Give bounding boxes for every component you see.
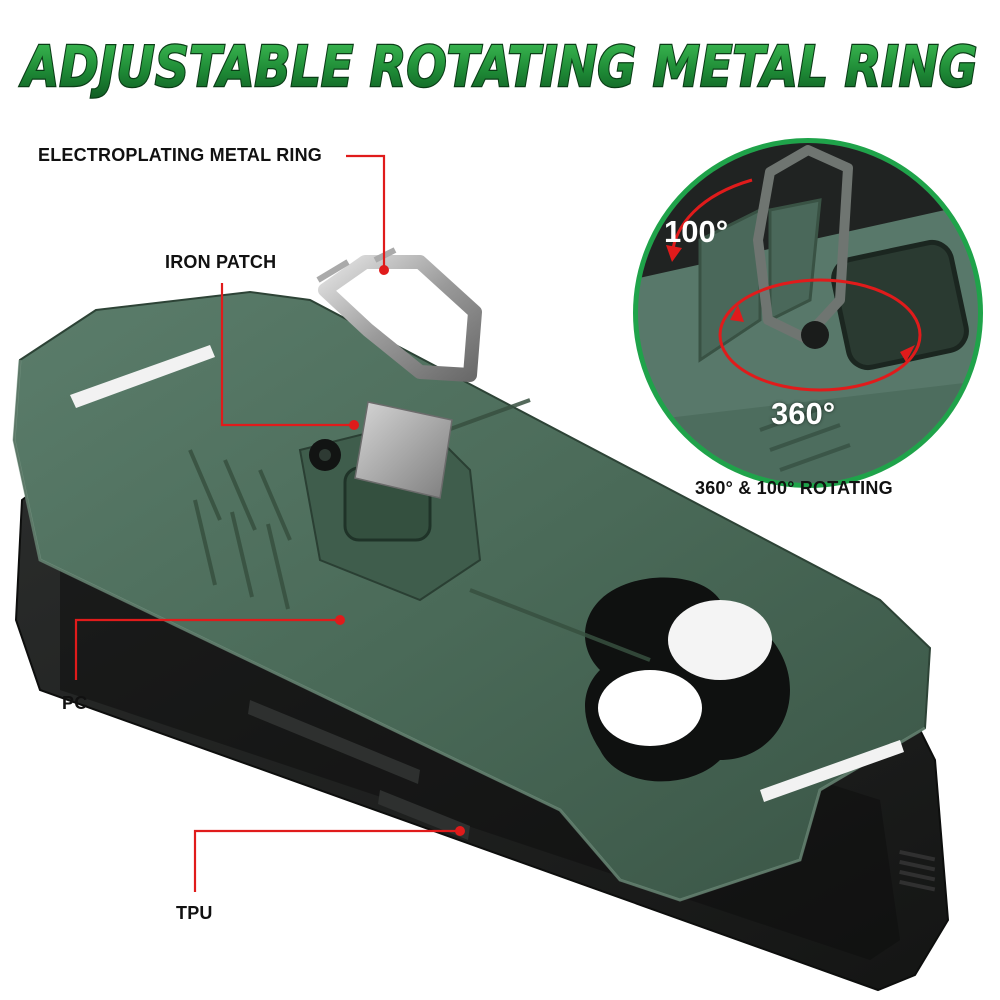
callout-pc: PC xyxy=(62,693,88,713)
leader-lines xyxy=(74,154,807,892)
headline: ADJUSTABLE ROTATING METAL RING xyxy=(18,34,979,102)
callout-metal-ring: ELECTROPLATING METAL RING xyxy=(38,145,322,165)
iron-patch xyxy=(354,401,453,499)
leader-pc xyxy=(74,618,338,680)
rotation-inset xyxy=(633,138,983,488)
callout-iron-patch: IRON PATCH xyxy=(165,252,277,272)
headline-text: ADJUSTABLE ROTATING METAL RING xyxy=(19,35,977,100)
angle-spin-label: 360° xyxy=(771,396,836,431)
callout-rotating: 360° & 100° ROTATING xyxy=(695,478,893,498)
leader-ring xyxy=(346,154,386,268)
callout-tpu: TPU xyxy=(176,903,213,923)
angle-tilt-label: 100° xyxy=(664,214,729,249)
leader-tpu xyxy=(193,829,458,892)
pc-shell xyxy=(12,290,932,902)
leader-patch xyxy=(220,283,352,427)
